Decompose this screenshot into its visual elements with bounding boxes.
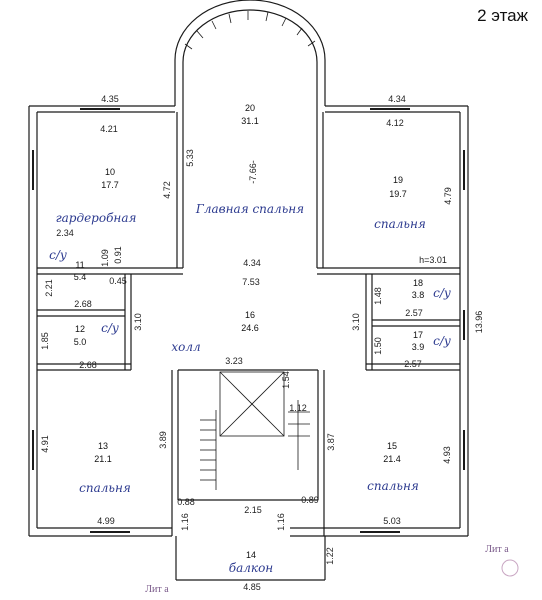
room-19-area: 19.7 (389, 189, 407, 199)
room-14-id: 14 (246, 550, 256, 560)
dim-label: 0.45 (109, 276, 127, 286)
dim-label: 1.54 (281, 371, 291, 389)
room-18-id: 18 (413, 278, 423, 288)
dim-label: 5.33 (185, 149, 195, 167)
floor-title: 2 этаж (477, 6, 528, 25)
dim-label: 4.79 (443, 187, 453, 205)
room-12-name: с/у (101, 321, 119, 335)
dim-label: 13.96 (474, 311, 484, 334)
room-12-area: 5.0 (74, 337, 87, 347)
room-labels: 10 17.7 гардеробная 11 5.4 с/у 12 5.0 с/… (49, 103, 451, 575)
room-16-area: 24.6 (241, 323, 259, 333)
dim-label: 4.35 (101, 94, 119, 104)
dim-label: 2.21 (44, 279, 54, 297)
room-18-name: с/у (433, 286, 451, 300)
dim-label: 4.12 (386, 118, 404, 128)
dim-label: h=3.01 (419, 255, 447, 265)
dim-label: 0.88 (177, 497, 195, 507)
bay-window-ticks (184, 11, 316, 50)
dim-label: 4.93 (442, 446, 452, 464)
dim-label: 2.15 (244, 505, 262, 515)
dim-label: 7.53 (242, 277, 260, 287)
dim-label: 3.87 (326, 433, 336, 451)
room-13-name: спальня (79, 481, 131, 495)
room-17-area: 3.9 (412, 342, 425, 352)
room-11-name: с/у (49, 248, 67, 262)
room-17-name: с/у (433, 334, 451, 348)
dim-label: 0.91 (113, 246, 123, 264)
dim-label: 4.99 (97, 516, 115, 526)
room-15-area: 21.4 (383, 454, 401, 464)
dim-label: 4.72 (162, 181, 172, 199)
dim-label: 3.23 (225, 356, 243, 366)
dim-label: 0.89 (301, 495, 319, 505)
dim-label: 1.12 (289, 403, 307, 413)
dim-label: 1.85 (40, 332, 50, 350)
dim-label: -7.66- (248, 160, 258, 184)
room-12-id: 12 (75, 324, 85, 334)
dim-label: 2.68 (74, 299, 92, 309)
room-20-id: 20 (245, 103, 255, 113)
room-10-name: гардеробная (56, 211, 137, 225)
room-19-name: спальня (374, 217, 426, 231)
dim-label: 1.16 (180, 513, 190, 531)
room-14-name: балкон (229, 561, 274, 575)
dim-label: 4.34 (243, 258, 261, 268)
windows (32, 108, 465, 533)
balcony (175, 536, 326, 581)
room-10-id: 10 (105, 167, 115, 177)
dim-label: 5.03 (383, 516, 401, 526)
outer-walls (28, 105, 469, 537)
room-17-id: 17 (413, 330, 423, 340)
staircase (200, 371, 310, 490)
room-19-id: 19 (393, 175, 403, 185)
room-13-area: 21.1 (94, 454, 112, 464)
room-20-area: 31.1 (241, 116, 259, 126)
dim-label: 1.16 (276, 513, 286, 531)
dim-label: 1.22 (325, 547, 335, 565)
dim-label: 4.34 (388, 94, 406, 104)
dim-label: 1.09 (100, 249, 110, 267)
room-10-area: 17.7 (101, 180, 119, 190)
dim-label: 4.21 (100, 124, 118, 134)
dim-label: 4.85 (243, 582, 261, 592)
dim-label: 1.50 (373, 337, 383, 355)
dim-label: 2.57 (405, 308, 423, 318)
room-15-id: 15 (387, 441, 397, 451)
dim-label: 2.34 (56, 228, 74, 238)
watermarks: Лит а Лит а (145, 544, 519, 595)
room-16-name: холл (171, 340, 200, 354)
watermark-text: Лит а (485, 544, 509, 555)
stamp-icon (501, 559, 519, 577)
room-18-area: 3.8 (412, 290, 425, 300)
room-16-id: 16 (245, 310, 255, 320)
room-15-name: спальня (367, 479, 419, 493)
bay-walls (174, 0, 326, 268)
dim-label: 2.57 (404, 359, 422, 369)
room-11-id: 11 (75, 260, 84, 270)
dim-label: 3.10 (133, 313, 143, 331)
interior-walls (37, 112, 460, 536)
watermark-text: Лит а (145, 584, 169, 595)
dim-label: 3.10 (351, 313, 361, 331)
room-20-name: Главная спальня (195, 202, 304, 216)
dim-label: 3.89 (158, 431, 168, 449)
room-13-id: 13 (98, 441, 108, 451)
dim-label: 4.91 (40, 435, 50, 453)
dimension-labels: 4.35 4.21 4.34 4.12 5.33 -7.66- 4.72 4.7… (40, 94, 484, 592)
dim-label: 1.48 (373, 287, 383, 305)
dim-label: 2.68 (79, 360, 97, 370)
room-11-area: 5.4 (74, 272, 87, 282)
